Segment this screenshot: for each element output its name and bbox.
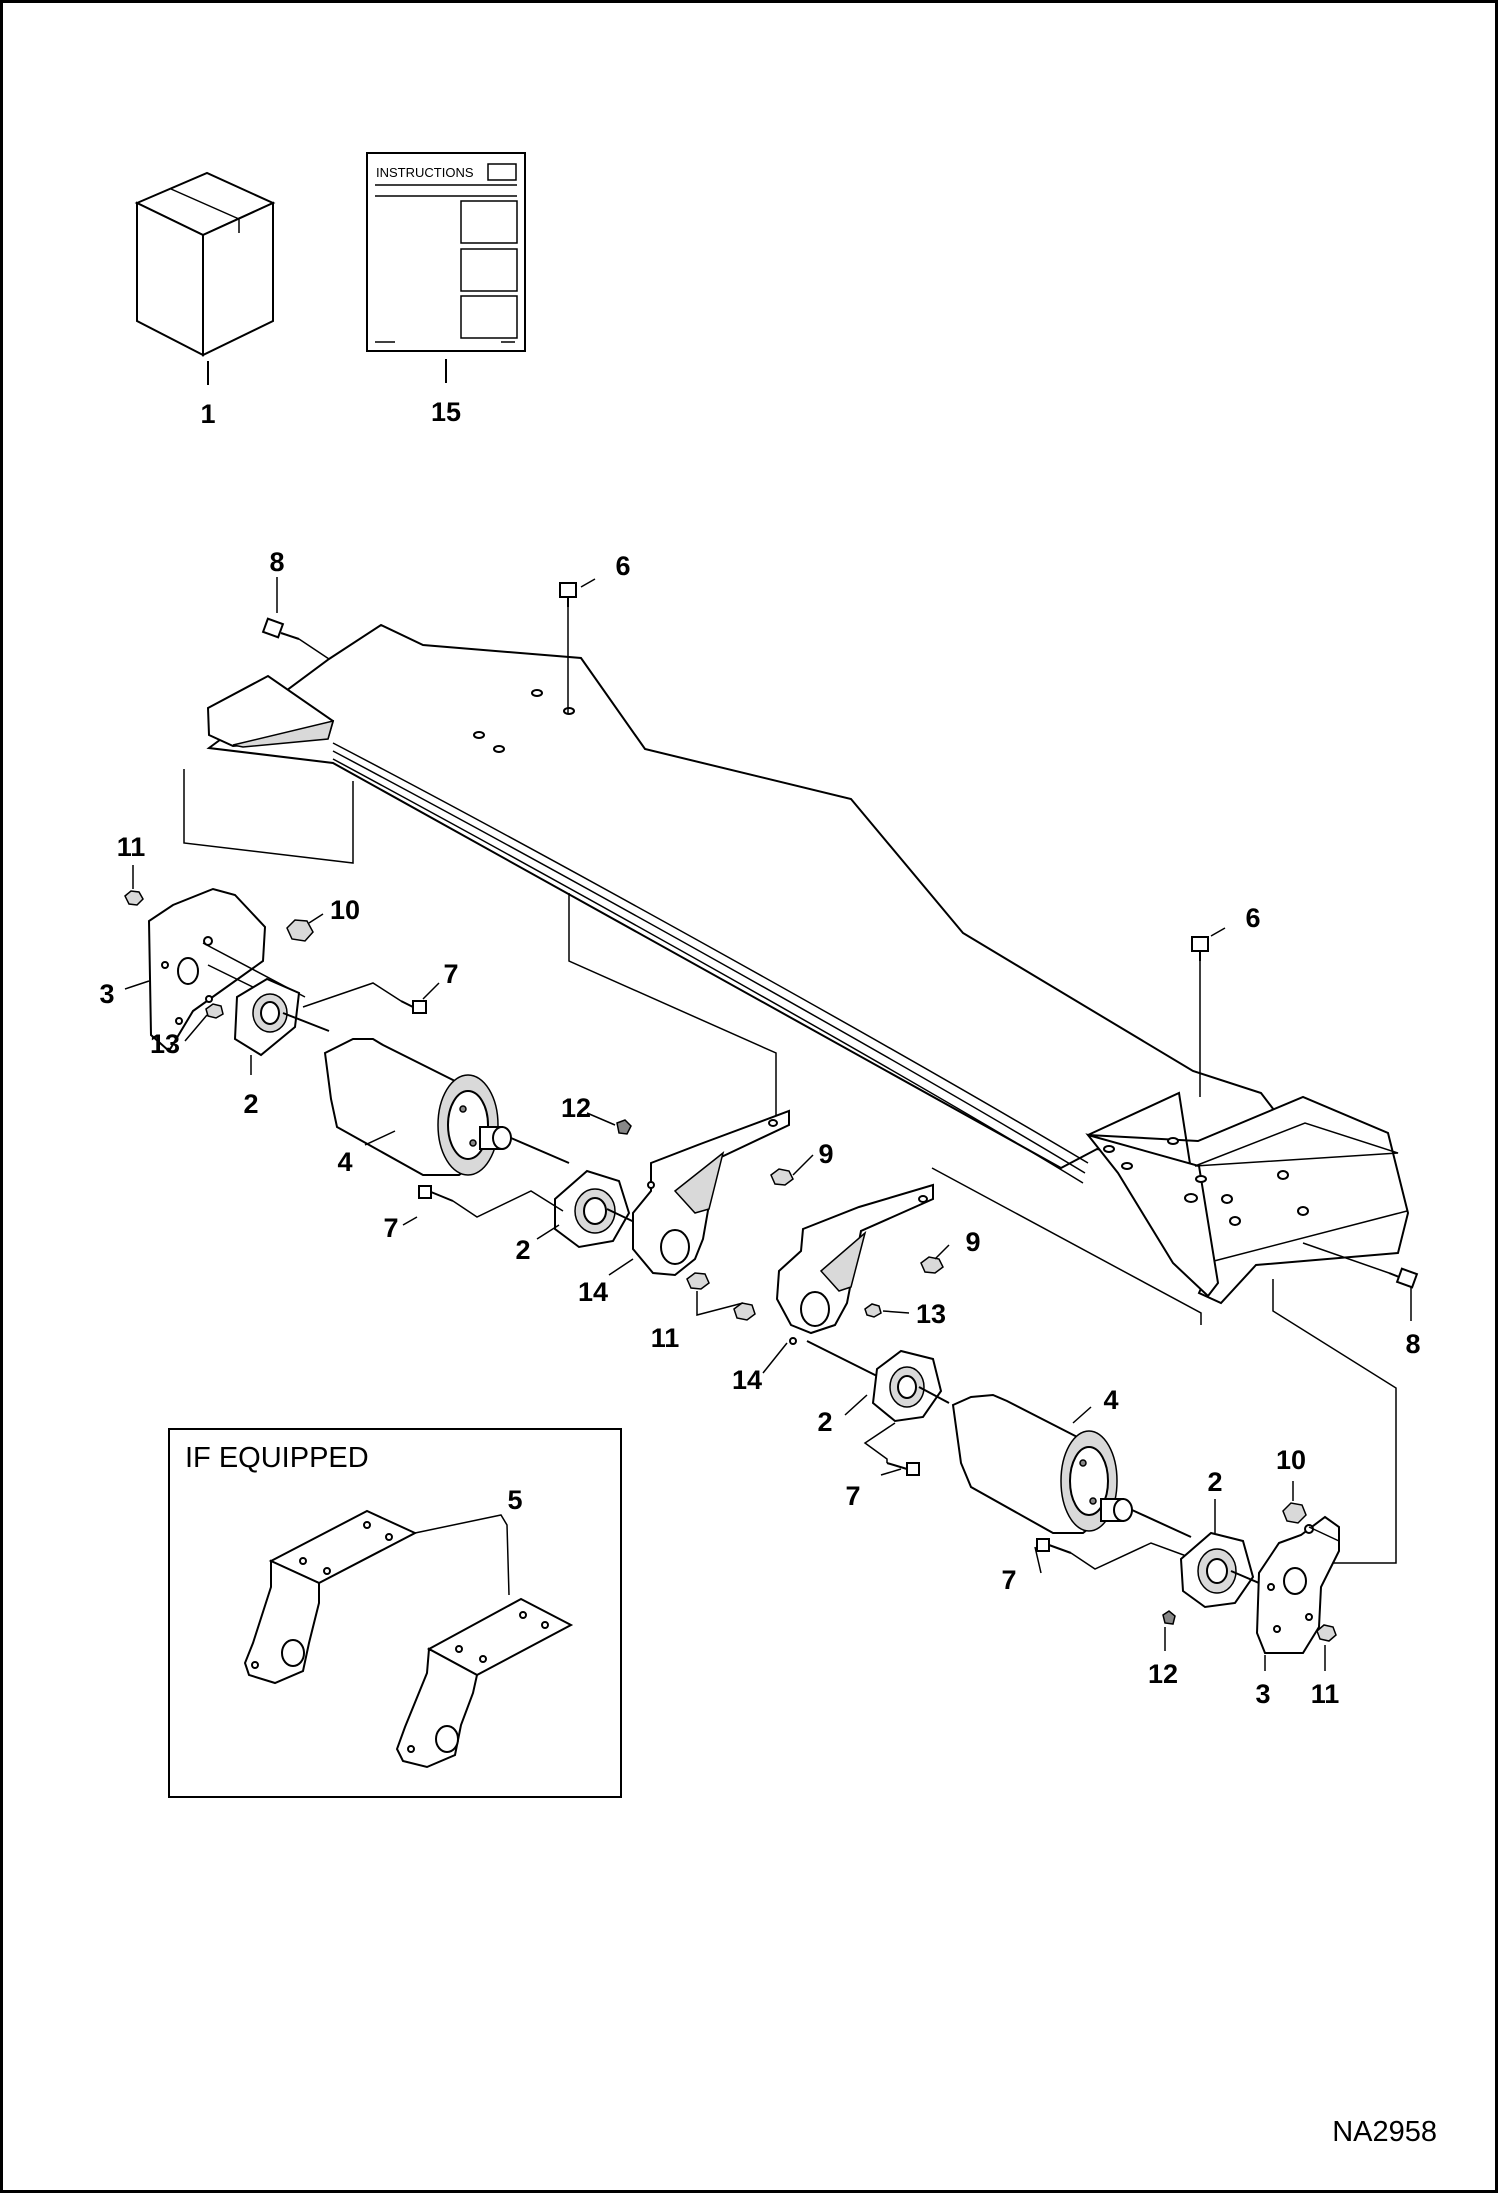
nut-item-10-right (1282, 1502, 1307, 1524)
callout-10: 10 (330, 895, 360, 925)
callout-6: 6 (1245, 903, 1260, 933)
callout-8: 8 (269, 547, 284, 577)
callout-15: 15 (431, 397, 461, 427)
callout-14: 14 (732, 1365, 762, 1395)
if-equipped-inset: IF EQUIPPED (168, 1428, 622, 1798)
flange-bearing-left (233, 977, 330, 1057)
motor-right (951, 1393, 1192, 1538)
callout-12: 12 (561, 1093, 591, 1123)
leader-line (696, 1291, 744, 1316)
callout-11: 11 (1311, 1679, 1340, 1709)
optional-bracket-a (243, 1509, 418, 1685)
nut-item-9-left (770, 1168, 794, 1186)
leader-line (931, 1167, 1202, 1325)
mounting-plate-left (147, 887, 306, 1053)
nut-item-11-left (124, 890, 144, 906)
callout-numbers: 1 15 8 6 6 11 10 3 7 13 2 4 12 9 7 2 14 … (99, 397, 1420, 1709)
nut-item-12-left (616, 1119, 632, 1135)
bolt-item-7-left-bottom (418, 1185, 564, 1218)
drawing-id: NA2958 (1332, 2116, 1437, 2148)
bracket-left (632, 1109, 790, 1277)
optional-bracket-b (395, 1597, 574, 1769)
callout-12: 12 (1148, 1659, 1178, 1689)
flange-bearing-center-left (554, 1169, 650, 1249)
nut-item-9-right (920, 1256, 944, 1274)
inset-title: IF EQUIPPED (185, 1442, 369, 1474)
callout-3: 3 (1255, 1679, 1270, 1709)
callout-6: 6 (615, 551, 630, 581)
callout-2: 2 (1207, 1467, 1222, 1497)
leader-line (183, 769, 354, 864)
diagram-canvas: INSTRUCTIONS (99, 152, 1437, 2148)
motor-left (323, 1038, 570, 1176)
callout-13: 13 (150, 1029, 180, 1059)
flange-bearing-right (1179, 1531, 1274, 1609)
callout-13: 13 (916, 1299, 946, 1329)
callout-7: 7 (443, 959, 458, 989)
flange-bearing-center-right (871, 1349, 950, 1423)
callout-10: 10 (1276, 1445, 1306, 1475)
nut-item-10-left (286, 919, 314, 942)
bolt-item-7-right-left (863, 1422, 920, 1476)
callout-3: 3 (99, 979, 114, 1009)
callout-7: 7 (383, 1213, 398, 1243)
bolt-item-8-right (1302, 1242, 1419, 1289)
callout-2: 2 (817, 1407, 832, 1437)
callout-7: 7 (845, 1481, 860, 1511)
callout-9: 9 (965, 1227, 980, 1257)
bolt-item-6-top (559, 582, 577, 713)
mounting-plate-right (1255, 1515, 1340, 1654)
axle-beam (206, 623, 1410, 1305)
bolt-item-6-right (1191, 936, 1209, 1097)
callout-11: 11 (651, 1323, 680, 1353)
callout-4: 4 (337, 1147, 352, 1177)
instruction-sheet-title: INSTRUCTIONS (376, 165, 474, 180)
leader-line (1272, 1279, 1397, 1564)
bolt-item-7-right-right (1036, 1538, 1190, 1570)
nut-item-11-center (686, 1272, 756, 1321)
leader-line (414, 1514, 510, 1596)
callout-8: 8 (1405, 1329, 1420, 1359)
callout-1: 1 (200, 399, 215, 429)
callout-11: 11 (117, 832, 146, 862)
leader-line (568, 893, 777, 1129)
callout-4: 4 (1103, 1385, 1118, 1415)
callout-2: 2 (243, 1089, 258, 1119)
callout-14: 14 (578, 1277, 608, 1307)
nut-item-12-right (1162, 1610, 1176, 1625)
bracket-right (775, 1183, 934, 1345)
nut-item-11-right (1316, 1624, 1337, 1642)
callout-7: 7 (1001, 1565, 1016, 1595)
shaft-line (806, 1340, 884, 1380)
box-illustration (134, 171, 276, 357)
callout-2: 2 (515, 1235, 530, 1265)
nut-item-13-left (205, 1003, 224, 1019)
callout-9: 9 (818, 1139, 833, 1169)
instruction-sheet-illustration: INSTRUCTIONS (366, 152, 526, 352)
bolt-item-8-left (261, 617, 330, 660)
nut-item-13-right (864, 1303, 882, 1318)
callout-5: 5 (507, 1485, 522, 1515)
callout-leaders (124, 577, 1412, 1671)
bolt-item-7-left-top (302, 982, 427, 1014)
